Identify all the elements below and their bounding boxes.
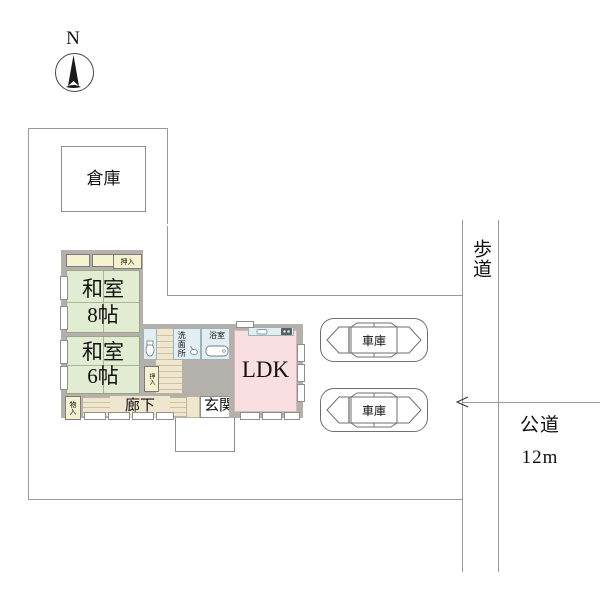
closet-oshiire-top-label: 押入 xyxy=(120,257,135,266)
window-corridor-s2 xyxy=(108,412,130,420)
public-road-label: 公道 xyxy=(519,415,560,437)
window-ldk-n1 xyxy=(236,321,254,328)
window-corridor-s3 xyxy=(132,412,154,420)
boundary-south xyxy=(28,499,463,500)
toilet-icon xyxy=(145,340,155,357)
entrance-step xyxy=(186,396,200,418)
boundary-shed-right-lower xyxy=(167,226,168,296)
porch-left-edge xyxy=(175,418,176,452)
sidewalk-label: 歩道 xyxy=(469,239,491,279)
storage-shed-label: 倉庫 xyxy=(86,169,121,189)
sidewalk-left-edge xyxy=(462,220,463,572)
closet-box-a xyxy=(66,254,90,267)
japanese-room-6-label: 和室 xyxy=(82,340,124,365)
japanese-room-8-size: 8帖 xyxy=(87,302,119,327)
japanese-room-6 xyxy=(66,336,140,394)
boundary-left xyxy=(28,128,29,500)
window-west-4 xyxy=(60,366,68,390)
north-arrow-icon xyxy=(66,55,81,88)
left-arrow-icon xyxy=(456,396,469,408)
compass-north-label: N xyxy=(66,28,80,49)
car-outline-icon-2 xyxy=(326,392,422,428)
entrance-label: 玄関 xyxy=(203,398,234,415)
japanese-room-8-label: 和室 xyxy=(82,276,124,301)
window-corridor-s4 xyxy=(156,412,174,420)
car-outline-icon-1 xyxy=(326,322,422,358)
closet-oshiire-top: 押入 xyxy=(113,254,142,269)
porch-bottom-edge xyxy=(175,451,235,452)
washroom xyxy=(173,328,201,360)
washbasin-icon xyxy=(190,345,198,355)
window-west-3 xyxy=(60,340,68,364)
window-ldk-s3 xyxy=(284,412,300,420)
closet-oshiire-mid: 押入 xyxy=(144,366,159,392)
window-ldk-e2 xyxy=(297,364,305,382)
living-dining-kitchen xyxy=(234,330,297,412)
boundary-shed-right-upper xyxy=(167,128,168,224)
bathtub-icon xyxy=(205,345,229,357)
garage-bay-2: 車庫 xyxy=(320,388,428,432)
window-ldk-e3 xyxy=(297,384,305,402)
garage-bay-2-label: 車庫 xyxy=(361,404,386,418)
washroom-label: 洗面所 xyxy=(177,330,187,358)
boundary-north-to-road xyxy=(167,295,463,296)
road-centerline xyxy=(462,402,600,403)
boundary-top xyxy=(28,128,168,129)
storage-shed: 倉庫 xyxy=(61,146,146,212)
garage-bay-1-label: 車庫 xyxy=(361,334,386,348)
sidewalk-right-edge xyxy=(498,220,499,572)
japanese-room-6-size: 6帖 xyxy=(87,364,119,389)
japanese-room-8 xyxy=(66,270,140,333)
window-corridor-s1 xyxy=(84,412,106,420)
closet-oshiire-mid-label: 押入 xyxy=(148,373,154,385)
window-ldk-s2 xyxy=(262,412,282,420)
kitchen-counter xyxy=(248,327,294,336)
window-west-2 xyxy=(60,306,68,330)
kitchen-sink-icon xyxy=(256,329,268,335)
window-ldk-s1 xyxy=(240,412,260,420)
ldk-label: LDK xyxy=(241,356,290,382)
garage-bay-1: 車庫 xyxy=(320,318,428,362)
public-road-width-label: 12m xyxy=(521,447,559,469)
window-west-1 xyxy=(60,276,68,300)
bathroom-label: 浴室 xyxy=(209,330,225,340)
compass-rose: N xyxy=(38,28,108,108)
closet-monoire: 物入 xyxy=(65,396,81,420)
kitchen-stove-icon xyxy=(281,328,292,335)
porch-right-edge xyxy=(234,418,235,452)
window-ldk-e1 xyxy=(297,344,305,362)
closet-monoire-label: 物入 xyxy=(69,401,77,415)
